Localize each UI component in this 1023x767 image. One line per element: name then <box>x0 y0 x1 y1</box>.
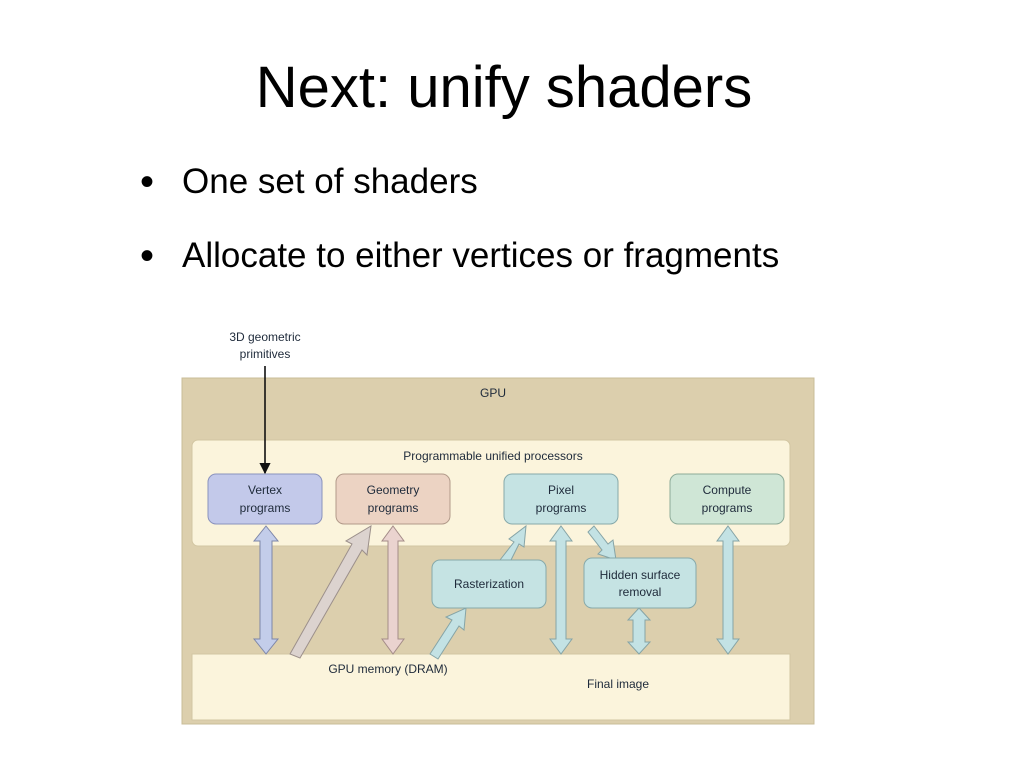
pixel-label-line2: programs <box>536 501 587 515</box>
pixel-hidden-surface-arrow <box>587 525 617 561</box>
bullet-item: • Allocate to either vertices or fragmen… <box>140 236 779 276</box>
hidden-surface-label-line1: Hidden surface <box>600 568 681 582</box>
geometry-label-line1: Geometry <box>367 483 420 497</box>
compute-label-line1: Compute <box>703 483 752 497</box>
slide-title: Next: unify shaders <box>255 55 753 120</box>
bullet-text: One set of shaders <box>182 162 478 201</box>
bullet-icon: • <box>140 234 155 278</box>
rasterization-label: Rasterization <box>454 577 524 591</box>
final-image-label: Final image <box>587 677 649 691</box>
bullet-text: Allocate to either vertices or fragments <box>182 236 780 275</box>
vertex-label-line1: Vertex <box>248 483 282 497</box>
hidden-surface-memory-arrow <box>626 607 652 655</box>
gpu-diagram: 3D geometric primitives GPU Programmable… <box>180 328 816 728</box>
pixel-label-line1: Pixel <box>548 483 574 497</box>
geometry-programs-box <box>335 473 451 525</box>
pixel-programs-box <box>503 473 619 525</box>
gpu-memory-panel <box>191 653 791 721</box>
bullet-item: • One set of shaders <box>140 162 779 202</box>
memory-geometry-arrow <box>289 525 372 659</box>
unified-processors-label: Programmable unified processors <box>403 449 582 463</box>
rasterization-box <box>431 559 547 609</box>
compute-memory-arrow <box>716 525 740 655</box>
bullet-icon: • <box>140 160 155 204</box>
geometry-label-line2: programs <box>368 501 419 515</box>
pixel-memory-arrow <box>549 525 573 655</box>
memory-rasterization-arrow <box>429 607 467 660</box>
vertex-label-line2: programs <box>240 501 291 515</box>
input-label-line1: 3D geometric <box>229 330 300 344</box>
compute-label-line2: programs <box>702 501 753 515</box>
input-label-line2: primitives <box>240 347 291 361</box>
vertex-programs-box <box>207 473 323 525</box>
geometry-memory-arrow <box>381 525 405 655</box>
compute-programs-box <box>669 473 785 525</box>
gpu-memory-label: GPU memory (DRAM) <box>328 662 447 676</box>
hidden-surface-label-line2: removal <box>619 585 662 599</box>
bullet-list: • One set of shaders • Allocate to eithe… <box>140 162 779 310</box>
gpu-label: GPU <box>480 386 506 400</box>
hidden-surface-removal-box <box>583 557 697 609</box>
vertex-memory-arrow <box>252 525 280 655</box>
